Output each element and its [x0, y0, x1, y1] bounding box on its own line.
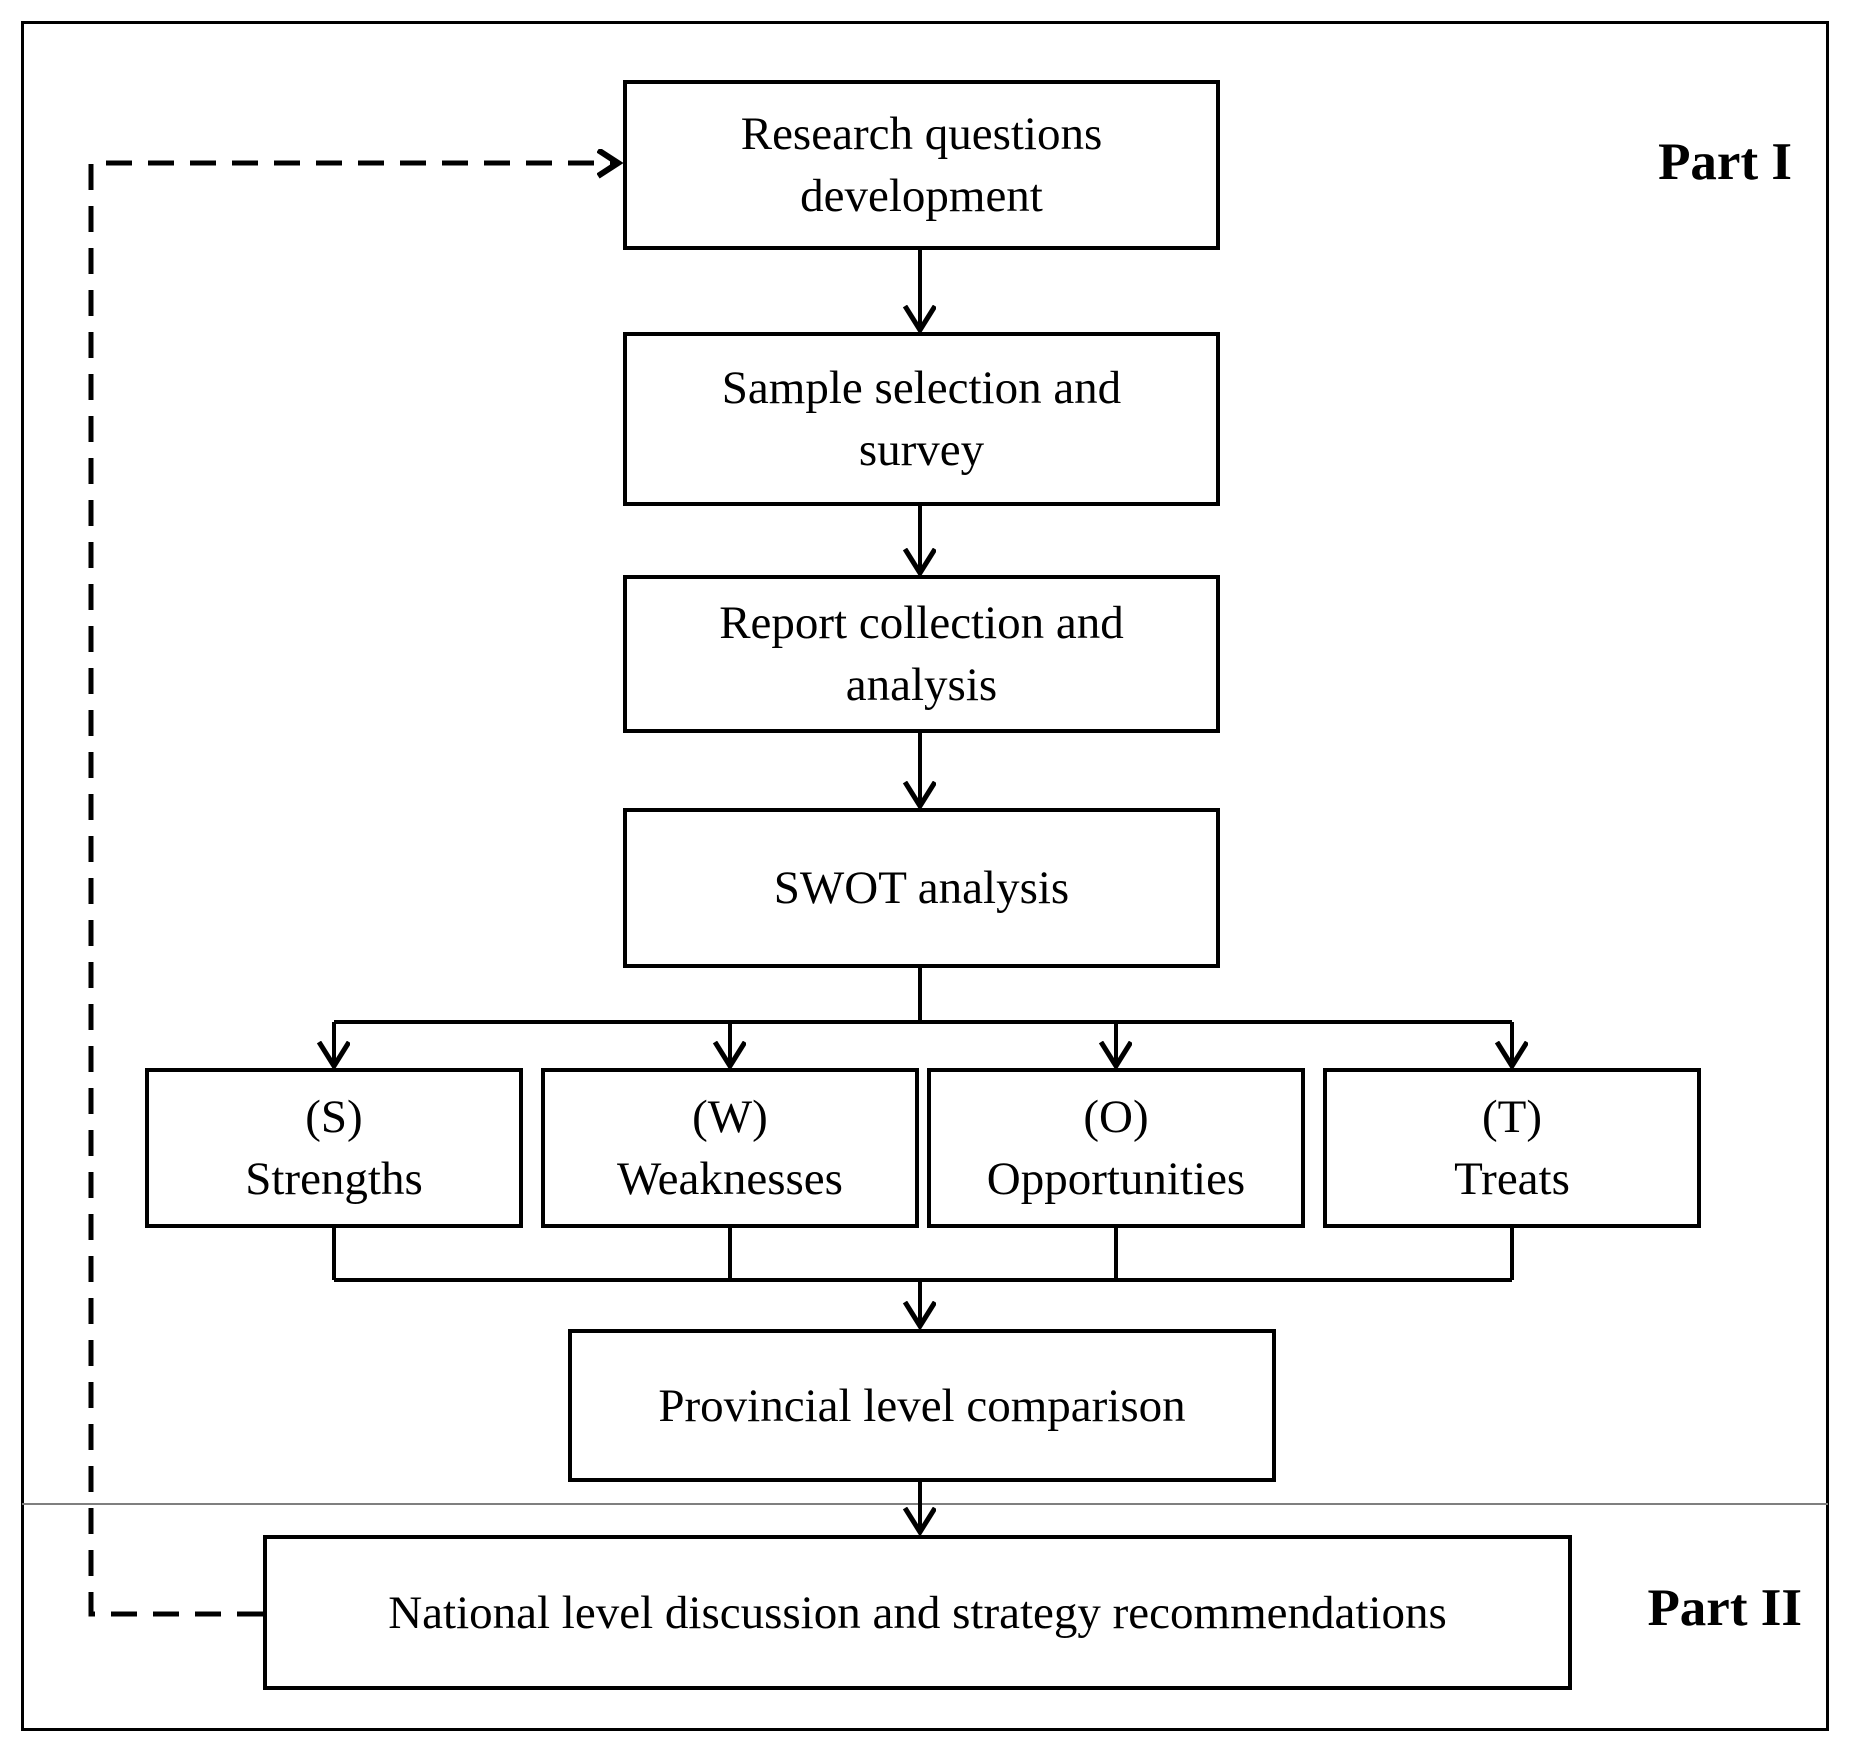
node-swot-analysis: SWOT analysis — [623, 808, 1220, 968]
part-1-label: Part I — [1658, 133, 1792, 191]
node-threats: (T) Treats — [1323, 1068, 1701, 1228]
node-provincial-comparison: Provincial level comparison — [568, 1329, 1276, 1482]
node-weaknesses: (W) Weaknesses — [541, 1068, 919, 1228]
diagram-border — [21, 21, 1829, 1731]
node-sample-selection: Sample selection and survey — [623, 332, 1220, 506]
node-research-questions: Research questions development — [623, 80, 1220, 250]
node-opportunities: (O) Opportunities — [927, 1068, 1305, 1228]
node-strengths: (S) Strengths — [145, 1068, 523, 1228]
part-2-label: Part II — [1647, 1579, 1802, 1637]
node-national-discussion: National level discussion and strategy r… — [263, 1535, 1572, 1690]
node-report-collection: Report collection and analysis — [623, 575, 1220, 733]
